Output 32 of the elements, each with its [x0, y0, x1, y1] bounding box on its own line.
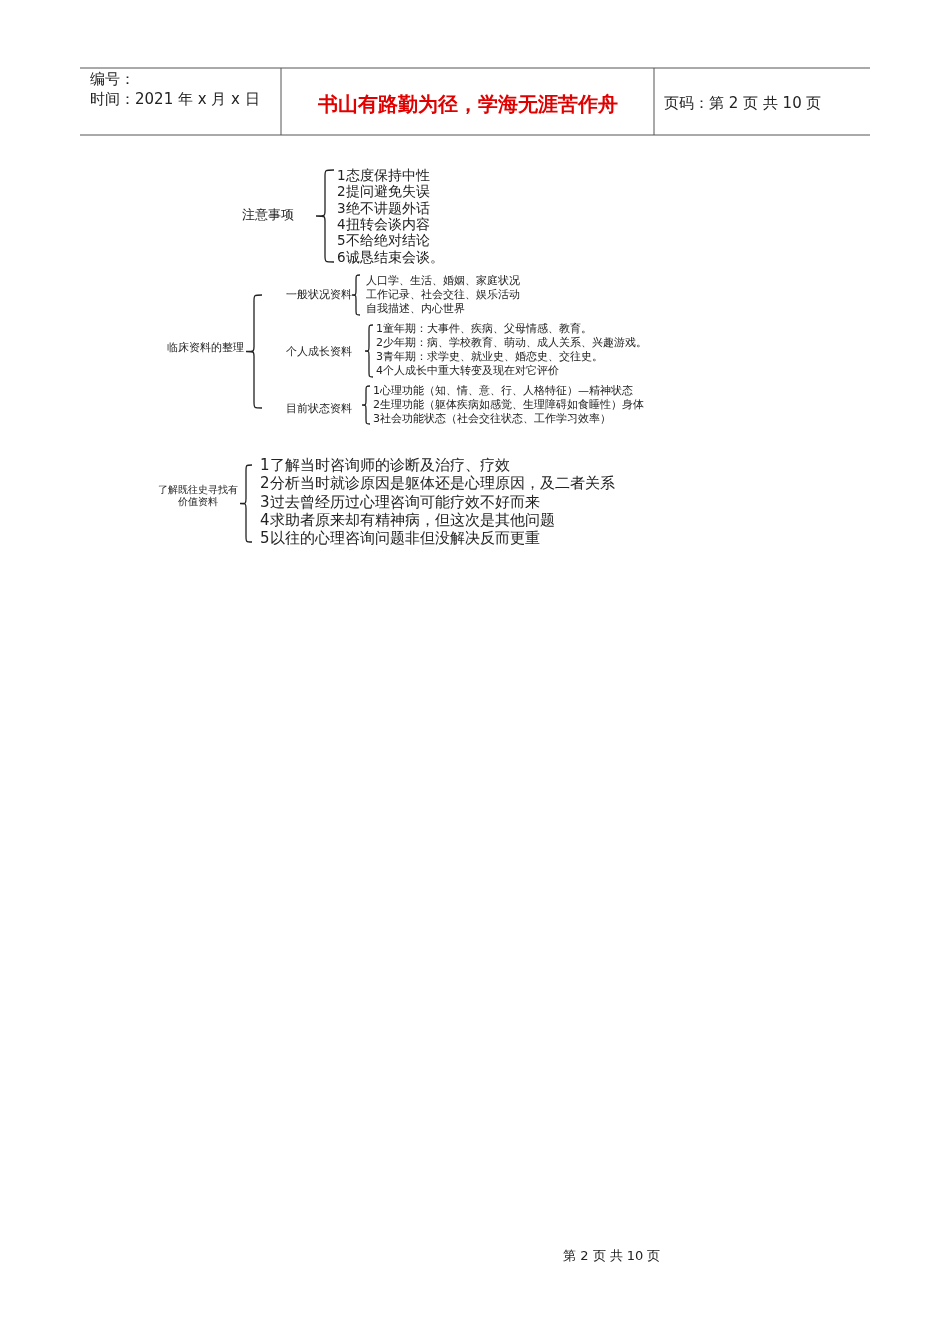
topic-heading: 注意事项	[242, 207, 294, 223]
list-item-text: 3过去曾经历过心理咨询可能疗效不好而来	[260, 492, 540, 511]
list-item-text: 4求助者原来却有精神病，但这次是其他问题	[260, 510, 555, 529]
list-item-text: 2少年期：病、学校教育、萌动、成人关系、兴趣游戏。	[376, 336, 647, 350]
list-item-text: 4扭转会谈内容	[337, 215, 430, 233]
list-item-text: 3青年期：求学史、就业史、婚恋史、交往史。	[376, 350, 603, 364]
list-item-text: 工作记录、社会交往、娱乐活动	[366, 288, 520, 302]
list-item-text: 3社会功能状态（社会交往状态、工作学习效率）	[373, 412, 611, 426]
page-number-text: 页码：第 2 页 共 10 页	[664, 94, 822, 112]
header-field-label: 编号：	[90, 70, 135, 88]
topic-heading: 临床资料的整理	[165, 341, 245, 355]
list-item-text: 1态度保持中性	[337, 167, 430, 184]
list-item-text: 1心理功能（知、情、意、行、人格特征）—精神状态	[373, 384, 633, 398]
list-item-text: 3绝不讲题外话	[337, 199, 430, 216]
topic-heading: 了解既往史寻找有价值资料	[158, 484, 238, 508]
list-item-text: 1了解当时咨询师的诊断及治疗、疗效	[260, 456, 510, 474]
subtopic-label: 个人成长资料	[286, 345, 352, 359]
subtopic-label: 目前状态资料	[286, 402, 352, 416]
list-item-text: 1童年期：大事件、疾病、父母情感、教育。	[376, 322, 592, 336]
list-item-text: 人口学、生活、婚姻、家庭状况	[366, 274, 520, 288]
list-item-text: 2分析当时就诊原因是躯体还是心理原因，及二者关系	[260, 474, 615, 493]
list-item-text: 2提问避免失误	[337, 183, 430, 200]
list-item-text: 2生理功能（躯体疾病如感觉、生理障碍如食睡性）身体	[373, 398, 644, 412]
list-item-text: 5不给绝对结论	[337, 232, 430, 249]
list-item-text: 4个人成长中重大转变及现在对它评价	[376, 364, 559, 378]
list-item-text: 5以往的心理咨询问题非但没解决反而更重	[260, 529, 540, 548]
subtopic-label: 一般状况资料	[286, 288, 352, 302]
list-item-text: 自我描述、内心世界	[366, 302, 465, 316]
footer-page-number: 第 2 页 共 10 页	[563, 1248, 661, 1264]
motto-text: 书山有路勤为径，学海无涯苦作舟	[316, 92, 619, 116]
header-date-text: 时间：2021 年 x 月 x 日	[90, 90, 260, 108]
list-item-text: 6诚恳结束会谈。	[337, 248, 444, 265]
